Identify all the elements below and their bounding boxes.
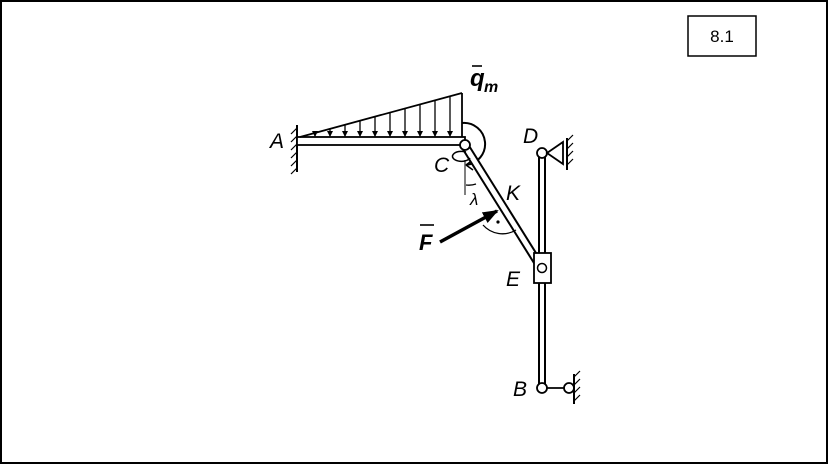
force-f [420,209,499,244]
slider-e [533,252,552,284]
label-k: K [506,182,521,205]
label-b: B [513,378,527,401]
label-d: D [523,125,538,148]
problem-number: 8.1 [710,27,734,46]
angle-indicator [464,160,477,195]
beam-ac [296,136,466,146]
distributed-load [299,92,463,138]
label-c: C [434,154,450,177]
label-a: A [268,130,284,153]
hinge-c [459,139,471,151]
support-b [536,370,581,404]
problem-number-box: 8.1 [687,15,757,57]
bar-ce [461,143,544,269]
label-force: F [419,230,433,255]
label-lambda: λ [469,190,478,209]
support-d [536,134,574,170]
wall-support-a [290,125,298,175]
label-load-subscript: m [484,79,498,96]
loop-c [451,150,471,163]
label-load: q [470,65,485,92]
label-e: E [506,268,521,291]
